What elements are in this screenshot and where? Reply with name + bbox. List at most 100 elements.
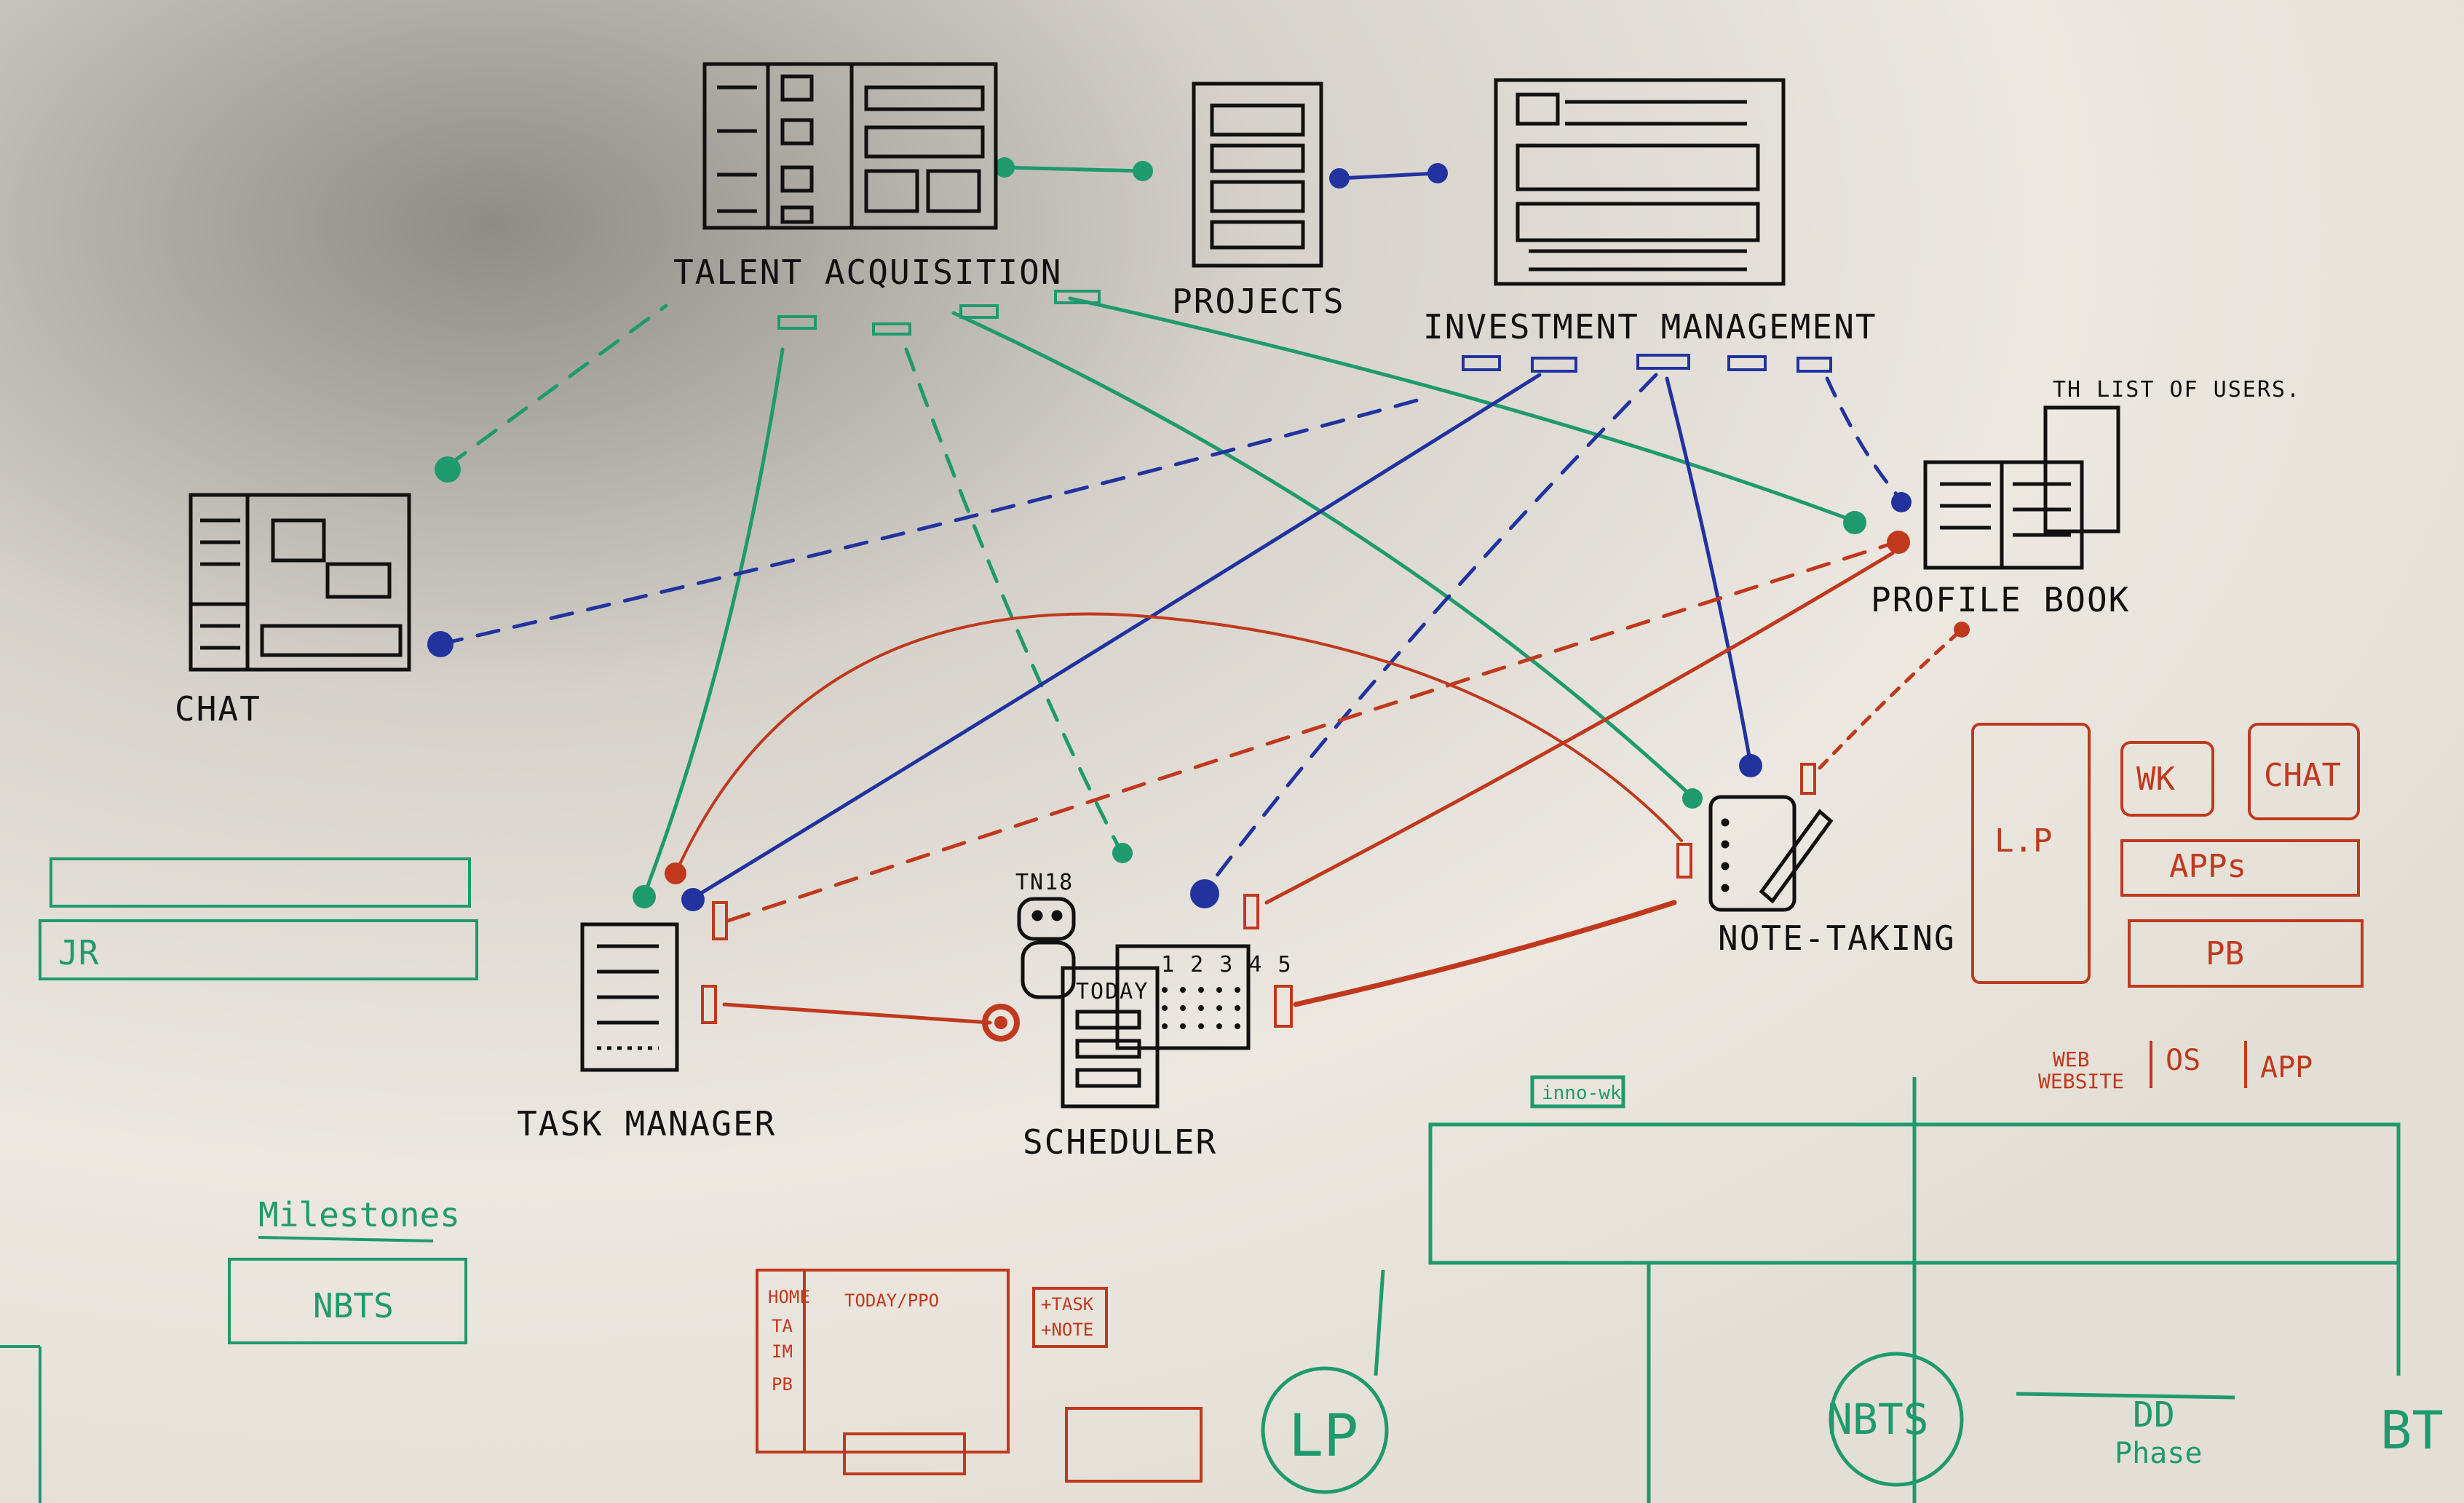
dot — [1887, 531, 1910, 554]
talent-acquisition-label: TALENT ACQUISITION — [673, 253, 1063, 292]
tab — [1531, 357, 1577, 373]
connectors — [438, 165, 1964, 1025]
wire-im: IM — [772, 1341, 793, 1362]
nbts-milestone-circle — [1829, 1352, 1964, 1487]
apps-box — [2120, 839, 2360, 897]
connector-ta-scheduler — [904, 347, 1123, 854]
projects-node — [1192, 82, 1323, 268]
phase-label: Phase — [2115, 1437, 2202, 1470]
left-sketch — [0, 857, 478, 1503]
connector-chat-ta — [445, 304, 668, 468]
app-wireframe-labels: HOME TA IM PB TODAY/PPO +TASK +NOTE — [768, 1287, 1094, 1395]
tab — [1800, 763, 1816, 795]
timeline-sketch — [1261, 1075, 2401, 1503]
bt-label: BT — [2380, 1400, 2444, 1461]
connector-taskmanager-scheduler — [722, 1002, 992, 1025]
task-manager-label: TASK MANAGER — [517, 1104, 776, 1143]
talent-acquisition-node — [702, 62, 998, 230]
platform-sketch-labels: L.P WK CHAT APPs PB WEB WEBSITE OS APP — [1994, 757, 2341, 1093]
today-label: TODAY — [1076, 979, 1149, 1004]
dot — [1133, 161, 1153, 181]
dot — [1329, 168, 1350, 189]
today-phone-icon — [1061, 966, 1160, 1109]
wireframe-side-panel — [1032, 1287, 1108, 1348]
tab — [1727, 355, 1767, 371]
tab — [1462, 355, 1501, 371]
wk-box — [2120, 741, 2214, 817]
wire-today: TODAY/PPO — [844, 1290, 939, 1311]
projects-label: PROJECTS — [1172, 282, 1345, 321]
web-label: WEB — [2053, 1047, 2090, 1071]
wireframe-footer-tabs — [843, 1432, 966, 1475]
nbts-timeline-label: NBTS — [1827, 1395, 1929, 1444]
jr-bar-sketch — [39, 919, 478, 980]
chat-node — [189, 493, 411, 672]
website-label: WEBSITE — [2038, 1069, 2124, 1093]
nbts-milestone-label: NBTS — [313, 1286, 394, 1325]
calendar-row: 1 2 3 4 5 — [1161, 952, 1293, 977]
apps-label: APPs — [2169, 848, 2246, 885]
profile-book-node — [1923, 405, 2120, 570]
wk-label: WK — [2136, 761, 2175, 798]
dot — [681, 888, 705, 911]
connector-scheduler-profile — [1264, 551, 1895, 905]
pb-label: PB — [2206, 935, 2244, 972]
dot — [1190, 879, 1219, 908]
investment-management-label: INVESTMENT MANAGEMENT — [1423, 307, 1877, 346]
scheduler-node — [1017, 897, 1251, 1109]
milestones-label: Milestones — [258, 1195, 460, 1234]
chat-bubble-icon — [271, 518, 326, 563]
wire-home: HOME — [768, 1287, 810, 1307]
chat-box — [2248, 723, 2360, 820]
dot — [435, 456, 461, 483]
chat-window-icon — [189, 493, 411, 672]
tab — [701, 985, 717, 1024]
app-label: APP — [2260, 1051, 2313, 1084]
connector-taskmanager-notetaking-arc — [674, 612, 1683, 875]
projects-phone-icon — [1192, 82, 1323, 268]
connector-ta-projects — [1002, 165, 1145, 173]
dot — [994, 157, 1015, 178]
wireframe-card — [1065, 1407, 1203, 1483]
tab — [1676, 843, 1692, 879]
tab — [712, 901, 728, 940]
dot — [633, 885, 656, 908]
dot — [1682, 788, 1703, 809]
chat-input-box — [260, 624, 403, 657]
profile-book-note: TH LIST OF USERS. — [2053, 377, 2301, 402]
calendar-grid — [1162, 987, 1240, 1029]
dot — [427, 631, 453, 657]
dot — [1427, 163, 1448, 183]
scheduler-tag: TN18 — [1015, 870, 1074, 895]
note-taking-label: NOTE-TAKING — [1718, 919, 1956, 958]
scheduler-label: SCHEDULER — [1023, 1122, 1217, 1162]
dot — [1891, 492, 1912, 512]
inno-wk-label: inno-wk — [1542, 1082, 1622, 1104]
dot — [665, 862, 686, 884]
platform-sketch — [1971, 723, 2364, 988]
timeline-labels: inno-wk LP NBTS DD Phase BT — [1288, 1082, 2444, 1470]
lp-timeline-label: LP — [1288, 1402, 1358, 1470]
milestone-box — [228, 1258, 467, 1344]
app-wireframe — [756, 1269, 1203, 1483]
dd-label: DD — [2133, 1395, 2175, 1435]
platform-dividers — [2150, 1041, 2247, 1088]
connector-projects-im — [1337, 171, 1440, 181]
connector-im-profile — [1825, 376, 1906, 504]
robot-head-icon — [1017, 897, 1076, 941]
im-screen-icon — [1494, 78, 1786, 286]
dot — [982, 1004, 1020, 1042]
dot — [1954, 622, 1970, 638]
task-manager-node — [580, 922, 679, 1072]
chat-sketch-label: CHAT — [2264, 757, 2341, 794]
connector-notetaking-profile — [1818, 627, 1964, 770]
chat-bubble-icon — [325, 562, 392, 599]
chat-label: CHAT — [175, 689, 261, 729]
wire-note: +NOTE — [1041, 1320, 1093, 1340]
dot — [1843, 511, 1866, 534]
wire-pb: PB — [772, 1374, 793, 1395]
tab — [777, 315, 817, 330]
tab — [1796, 357, 1832, 373]
connector-taskmanager-profile — [726, 540, 1898, 923]
